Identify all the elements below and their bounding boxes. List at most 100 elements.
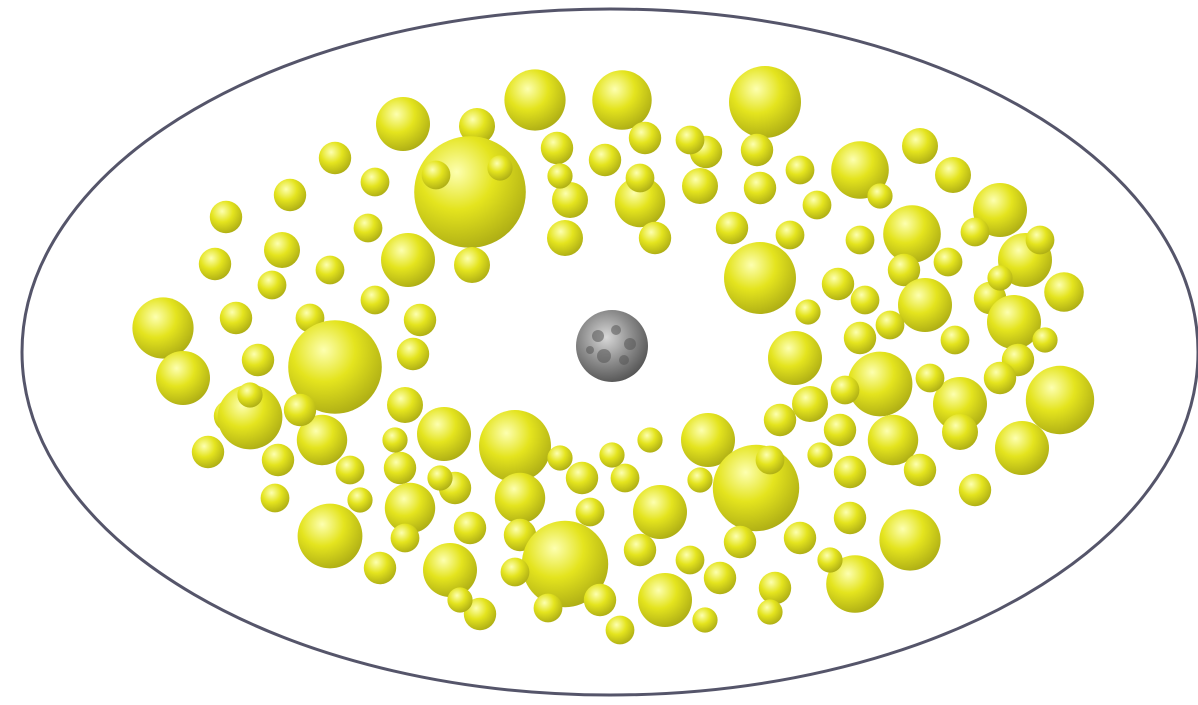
sphere <box>626 164 655 193</box>
sphere <box>316 256 345 285</box>
sphere <box>704 562 736 594</box>
sphere <box>876 311 905 340</box>
sphere <box>199 248 231 280</box>
sphere <box>397 338 429 370</box>
sphere <box>364 552 396 584</box>
sphere <box>807 442 832 467</box>
sphere <box>534 594 563 623</box>
sphere <box>902 128 938 164</box>
sphere <box>447 587 472 612</box>
sphere <box>599 442 624 467</box>
sphere <box>784 522 816 554</box>
sphere <box>237 382 262 407</box>
sphere <box>834 456 866 488</box>
sphere <box>1044 272 1084 312</box>
sphere <box>776 221 805 250</box>
sphere <box>1026 226 1055 255</box>
sphere <box>479 410 551 482</box>
sphere <box>361 286 390 315</box>
sphere <box>414 136 526 248</box>
sphere <box>1026 366 1094 434</box>
sphere <box>846 226 875 255</box>
sphere <box>220 302 252 334</box>
sphere <box>637 427 662 452</box>
central-core <box>576 310 648 382</box>
sphere <box>987 265 1012 290</box>
sphere <box>786 156 815 185</box>
sphere <box>284 394 316 426</box>
sphere <box>387 387 423 423</box>
sphere <box>624 534 656 566</box>
sphere <box>454 247 490 283</box>
sphere <box>692 607 717 632</box>
sphere <box>262 444 294 476</box>
sphere <box>210 201 242 233</box>
sphere <box>795 299 820 324</box>
sphere <box>298 504 363 569</box>
sphere <box>676 126 705 155</box>
sphere <box>495 473 545 523</box>
sphere <box>904 454 936 486</box>
sphere <box>916 364 945 393</box>
sphere <box>454 512 486 544</box>
sphere <box>584 584 616 616</box>
sphere <box>417 407 471 461</box>
sphere <box>566 462 598 494</box>
sphere <box>831 376 860 405</box>
sphere <box>844 322 876 354</box>
sphere <box>576 498 605 527</box>
sphere <box>682 168 718 204</box>
sphere <box>959 474 991 506</box>
sphere <box>724 242 796 314</box>
sphere <box>391 524 420 553</box>
sphere <box>422 161 451 190</box>
sphere <box>984 362 1016 394</box>
sphere <box>347 487 372 512</box>
sphere <box>898 278 952 332</box>
sphere <box>724 526 756 558</box>
sphere <box>606 616 635 645</box>
sphere <box>1032 327 1057 352</box>
sphere <box>547 445 572 470</box>
sphere <box>824 414 856 446</box>
sphere <box>768 331 822 385</box>
sphere <box>487 155 512 180</box>
sphere <box>242 344 274 376</box>
sphere <box>192 436 224 468</box>
sphere <box>541 132 573 164</box>
sphere <box>744 172 776 204</box>
sphere <box>381 233 435 287</box>
sphere <box>423 543 477 597</box>
sphere <box>834 502 866 534</box>
sphere <box>592 70 651 129</box>
sphere <box>376 97 430 151</box>
sphere <box>504 69 565 130</box>
sphere <box>729 66 801 138</box>
sphere <box>404 304 436 336</box>
sphere <box>867 183 892 208</box>
sphere <box>879 509 940 570</box>
sphere <box>501 558 530 587</box>
sphere <box>995 421 1049 475</box>
sphere <box>547 220 583 256</box>
sphere <box>156 351 210 405</box>
sphere <box>941 326 970 355</box>
sphere <box>261 484 290 513</box>
sphere <box>676 546 705 575</box>
sphere <box>384 452 416 484</box>
sphere <box>756 446 785 475</box>
sphere <box>258 271 287 300</box>
sphere <box>687 467 712 492</box>
sphere <box>427 465 452 490</box>
sphere <box>764 404 796 436</box>
sphere <box>759 572 791 604</box>
sphere <box>961 218 990 247</box>
sphere <box>336 456 365 485</box>
sphere <box>741 134 773 166</box>
sphere <box>803 191 832 220</box>
sphere <box>361 168 390 197</box>
sphere <box>629 122 661 154</box>
sphere <box>382 427 407 452</box>
sphere <box>132 297 193 358</box>
